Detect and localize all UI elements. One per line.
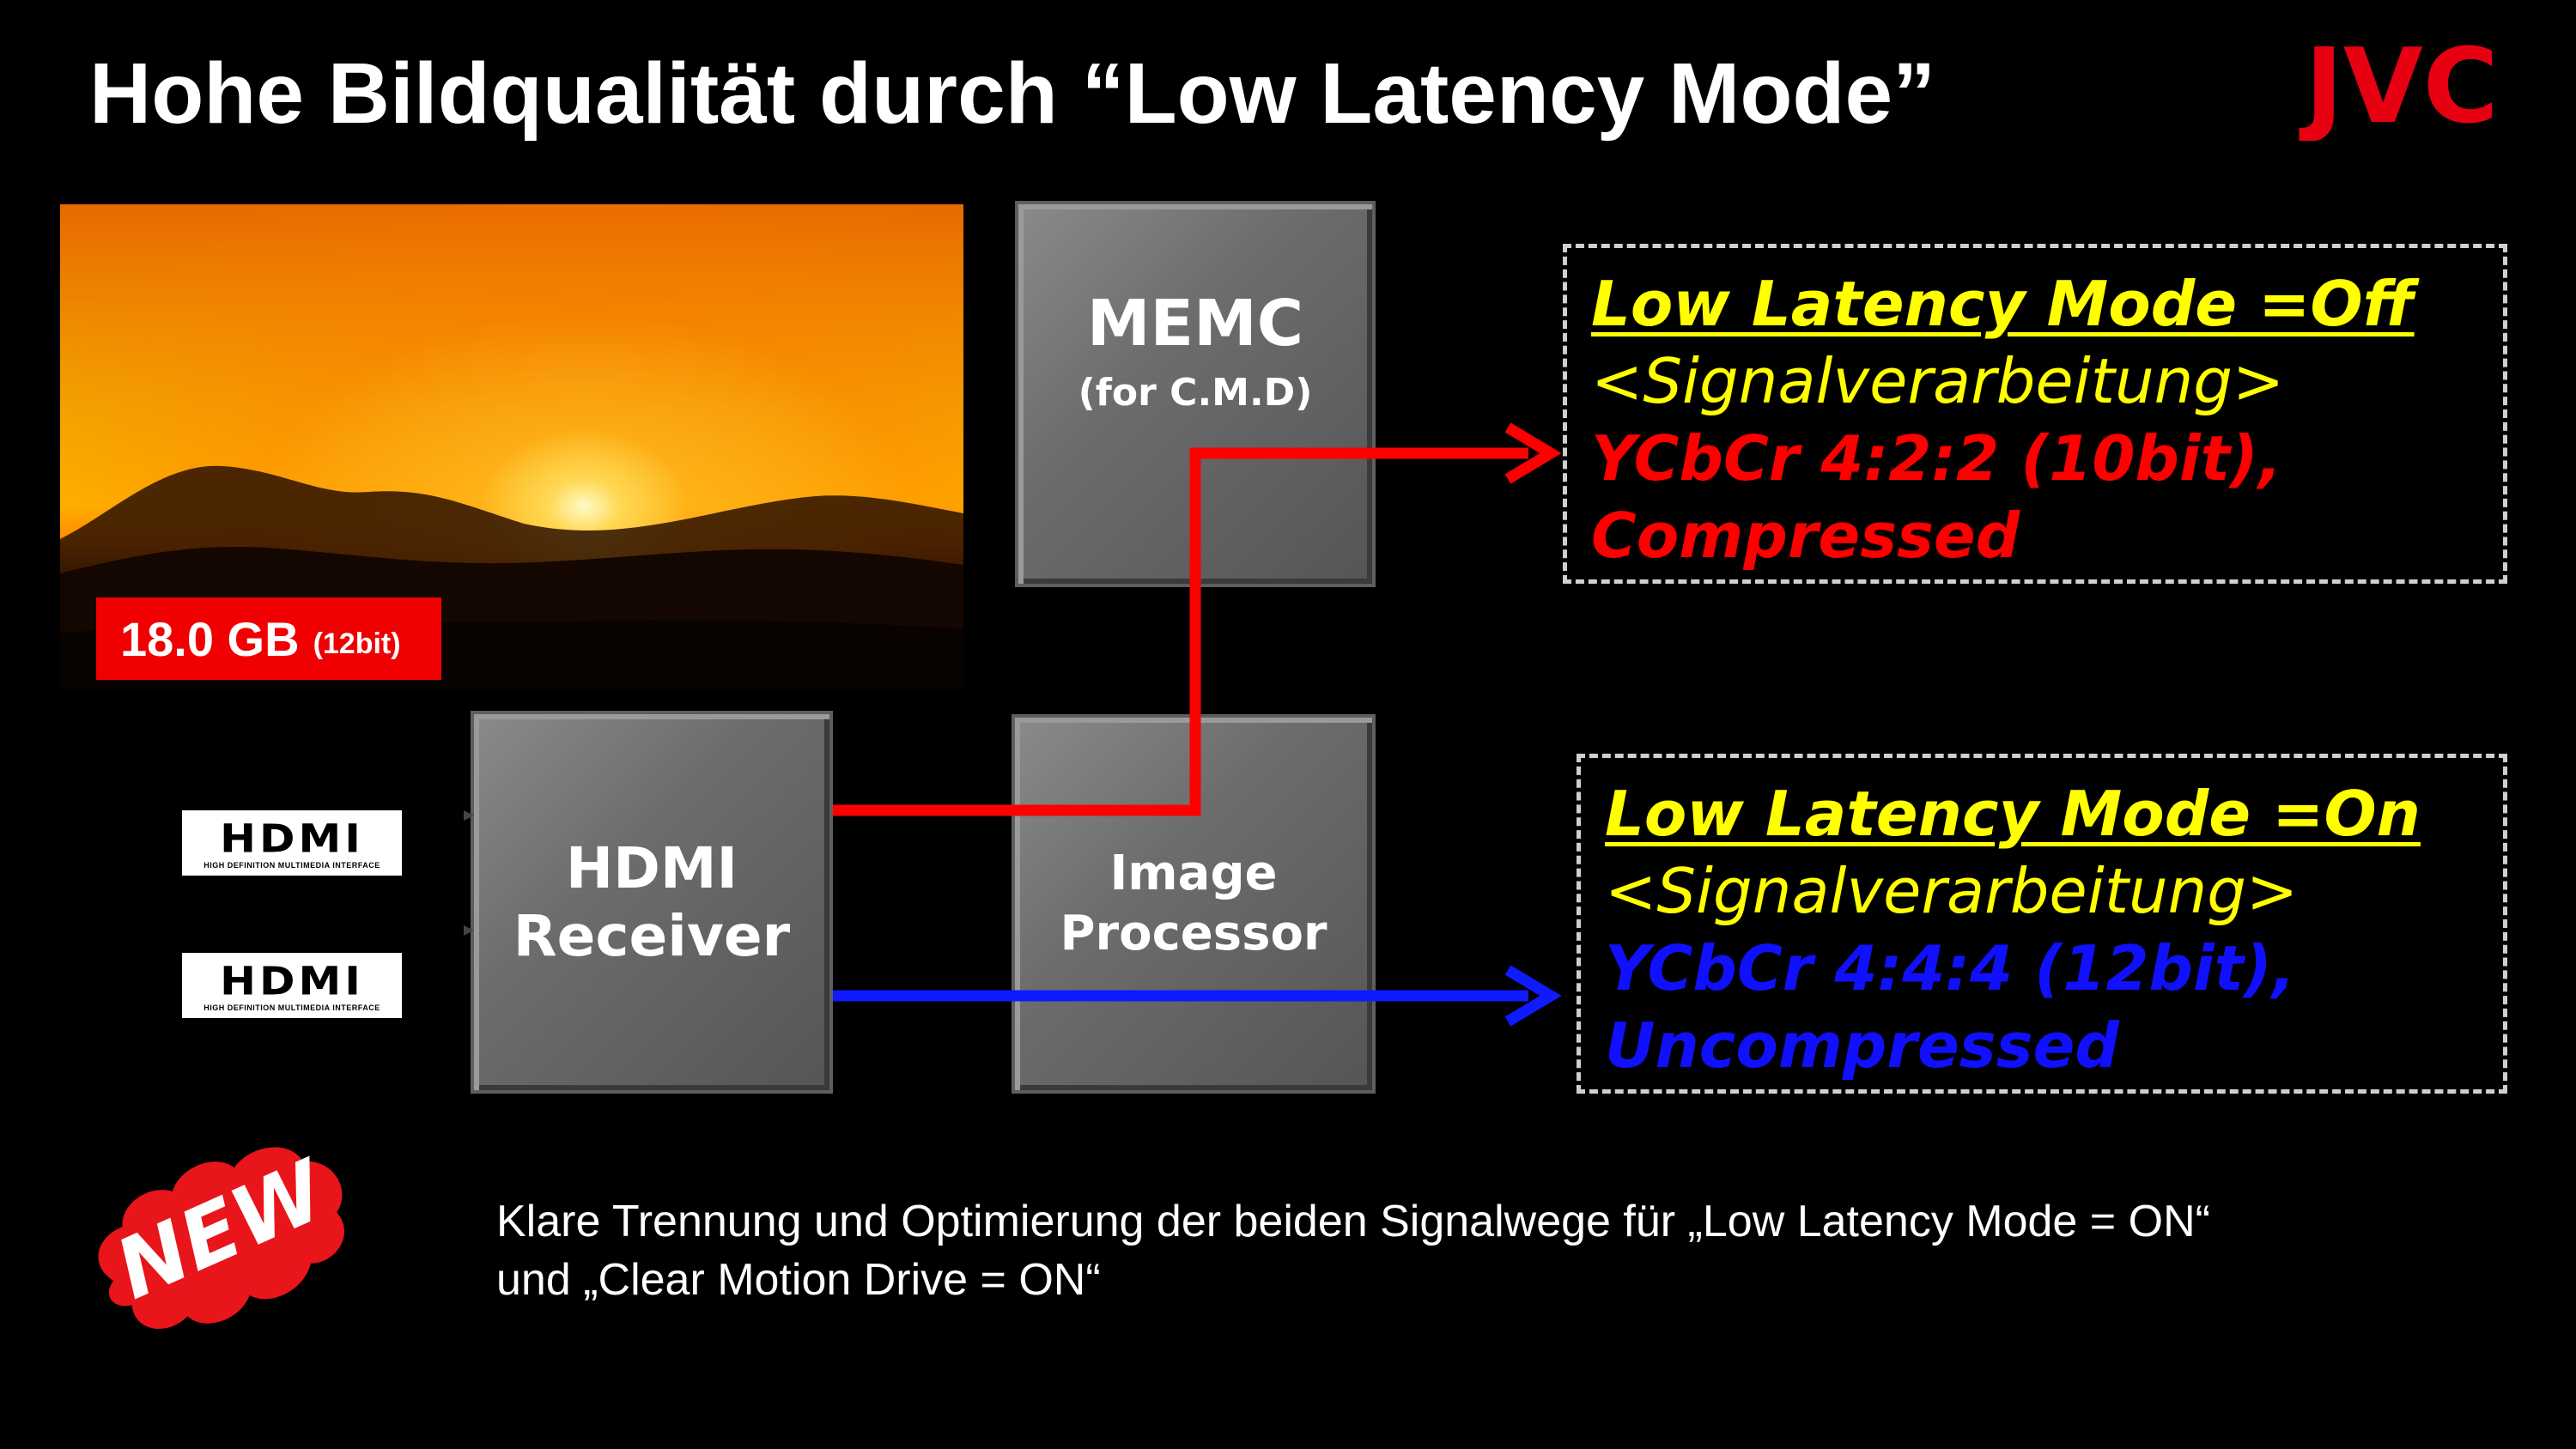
hdmi-receiver-label-2: Receiver <box>513 903 791 969</box>
hdmi-input-2-connector <box>464 925 474 936</box>
mode-on-format: YCbCr 4:4:4 (12bit), <box>1605 932 2296 1004</box>
mode-off-compression: Compressed <box>1591 500 2020 572</box>
image-processor-label-1: Image <box>1109 846 1278 901</box>
new-badge-shape <box>98 1147 345 1329</box>
hdmi-input-1-connector <box>464 810 474 821</box>
image-processor-label-2: Processor <box>1060 906 1327 961</box>
memc-sublabel: (for C.M.D) <box>1078 371 1313 415</box>
caption-line-1: Klare Trennung und Optimierung der beide… <box>496 1197 2210 1246</box>
hdmi-logo-subtext: HIGH DEFINITION MULTIMEDIA INTERFACE <box>204 1003 380 1012</box>
hdmi-receiver-block: HDMI Receiver <box>471 711 833 1094</box>
bandwidth-badge: 18.0 GB (12bit) <box>96 597 441 680</box>
page-title: Hohe Bildqualität durch “Low Latency Mod… <box>89 45 1936 142</box>
red-arrow-head <box>1504 422 1562 484</box>
mode-on-subtitle: <Signalverarbeitung> <box>1605 855 2299 927</box>
memc-label: MEMC <box>1086 287 1304 361</box>
mode-on-compression: Uncompressed <box>1605 1009 2119 1082</box>
hdmi-logo-2: HDMI HIGH DEFINITION MULTIMEDIA INTERFAC… <box>182 953 402 1018</box>
new-badge: NEW <box>98 1141 345 1329</box>
hdmi-receiver-label-1: HDMI <box>565 834 738 901</box>
bandwidth-value: 18.0 GB <box>120 611 300 666</box>
caption: Klare Trennung und Optimierung der beide… <box>496 1193 2210 1309</box>
hdmi-logo-text: HDMI <box>220 958 364 1003</box>
mode-off-title: Low Latency Mode =Off <box>1591 268 2415 340</box>
hdmi-logo-text: HDMI <box>220 815 364 861</box>
bandwidth-bitdepth: (12bit) <box>313 627 401 660</box>
blue-arrow-head <box>1504 965 1562 1027</box>
mode-on-box: Low Latency Mode =On <Signalverarbeitung… <box>1577 754 2507 1094</box>
hdmi-logo-subtext: HIGH DEFINITION MULTIMEDIA INTERFACE <box>204 860 380 870</box>
mode-off-box: Low Latency Mode =Off <Signalverarbeitun… <box>1563 244 2507 584</box>
hdmi-logo-1: HDMI HIGH DEFINITION MULTIMEDIA INTERFAC… <box>182 810 402 876</box>
mode-on-title: Low Latency Mode =On <box>1605 778 2421 850</box>
jvc-logo-text: JVC <box>2299 29 2499 141</box>
jvc-logo: JVC <box>2299 29 2499 141</box>
mode-off-subtitle: <Signalverarbeitung> <box>1591 345 2285 417</box>
caption-line-2: und „Clear Motion Drive = ON“ <box>496 1254 1101 1305</box>
red-signal-path <box>833 447 1528 816</box>
mode-off-format: YCbCr 4:2:2 (10bit), <box>1591 422 2282 494</box>
